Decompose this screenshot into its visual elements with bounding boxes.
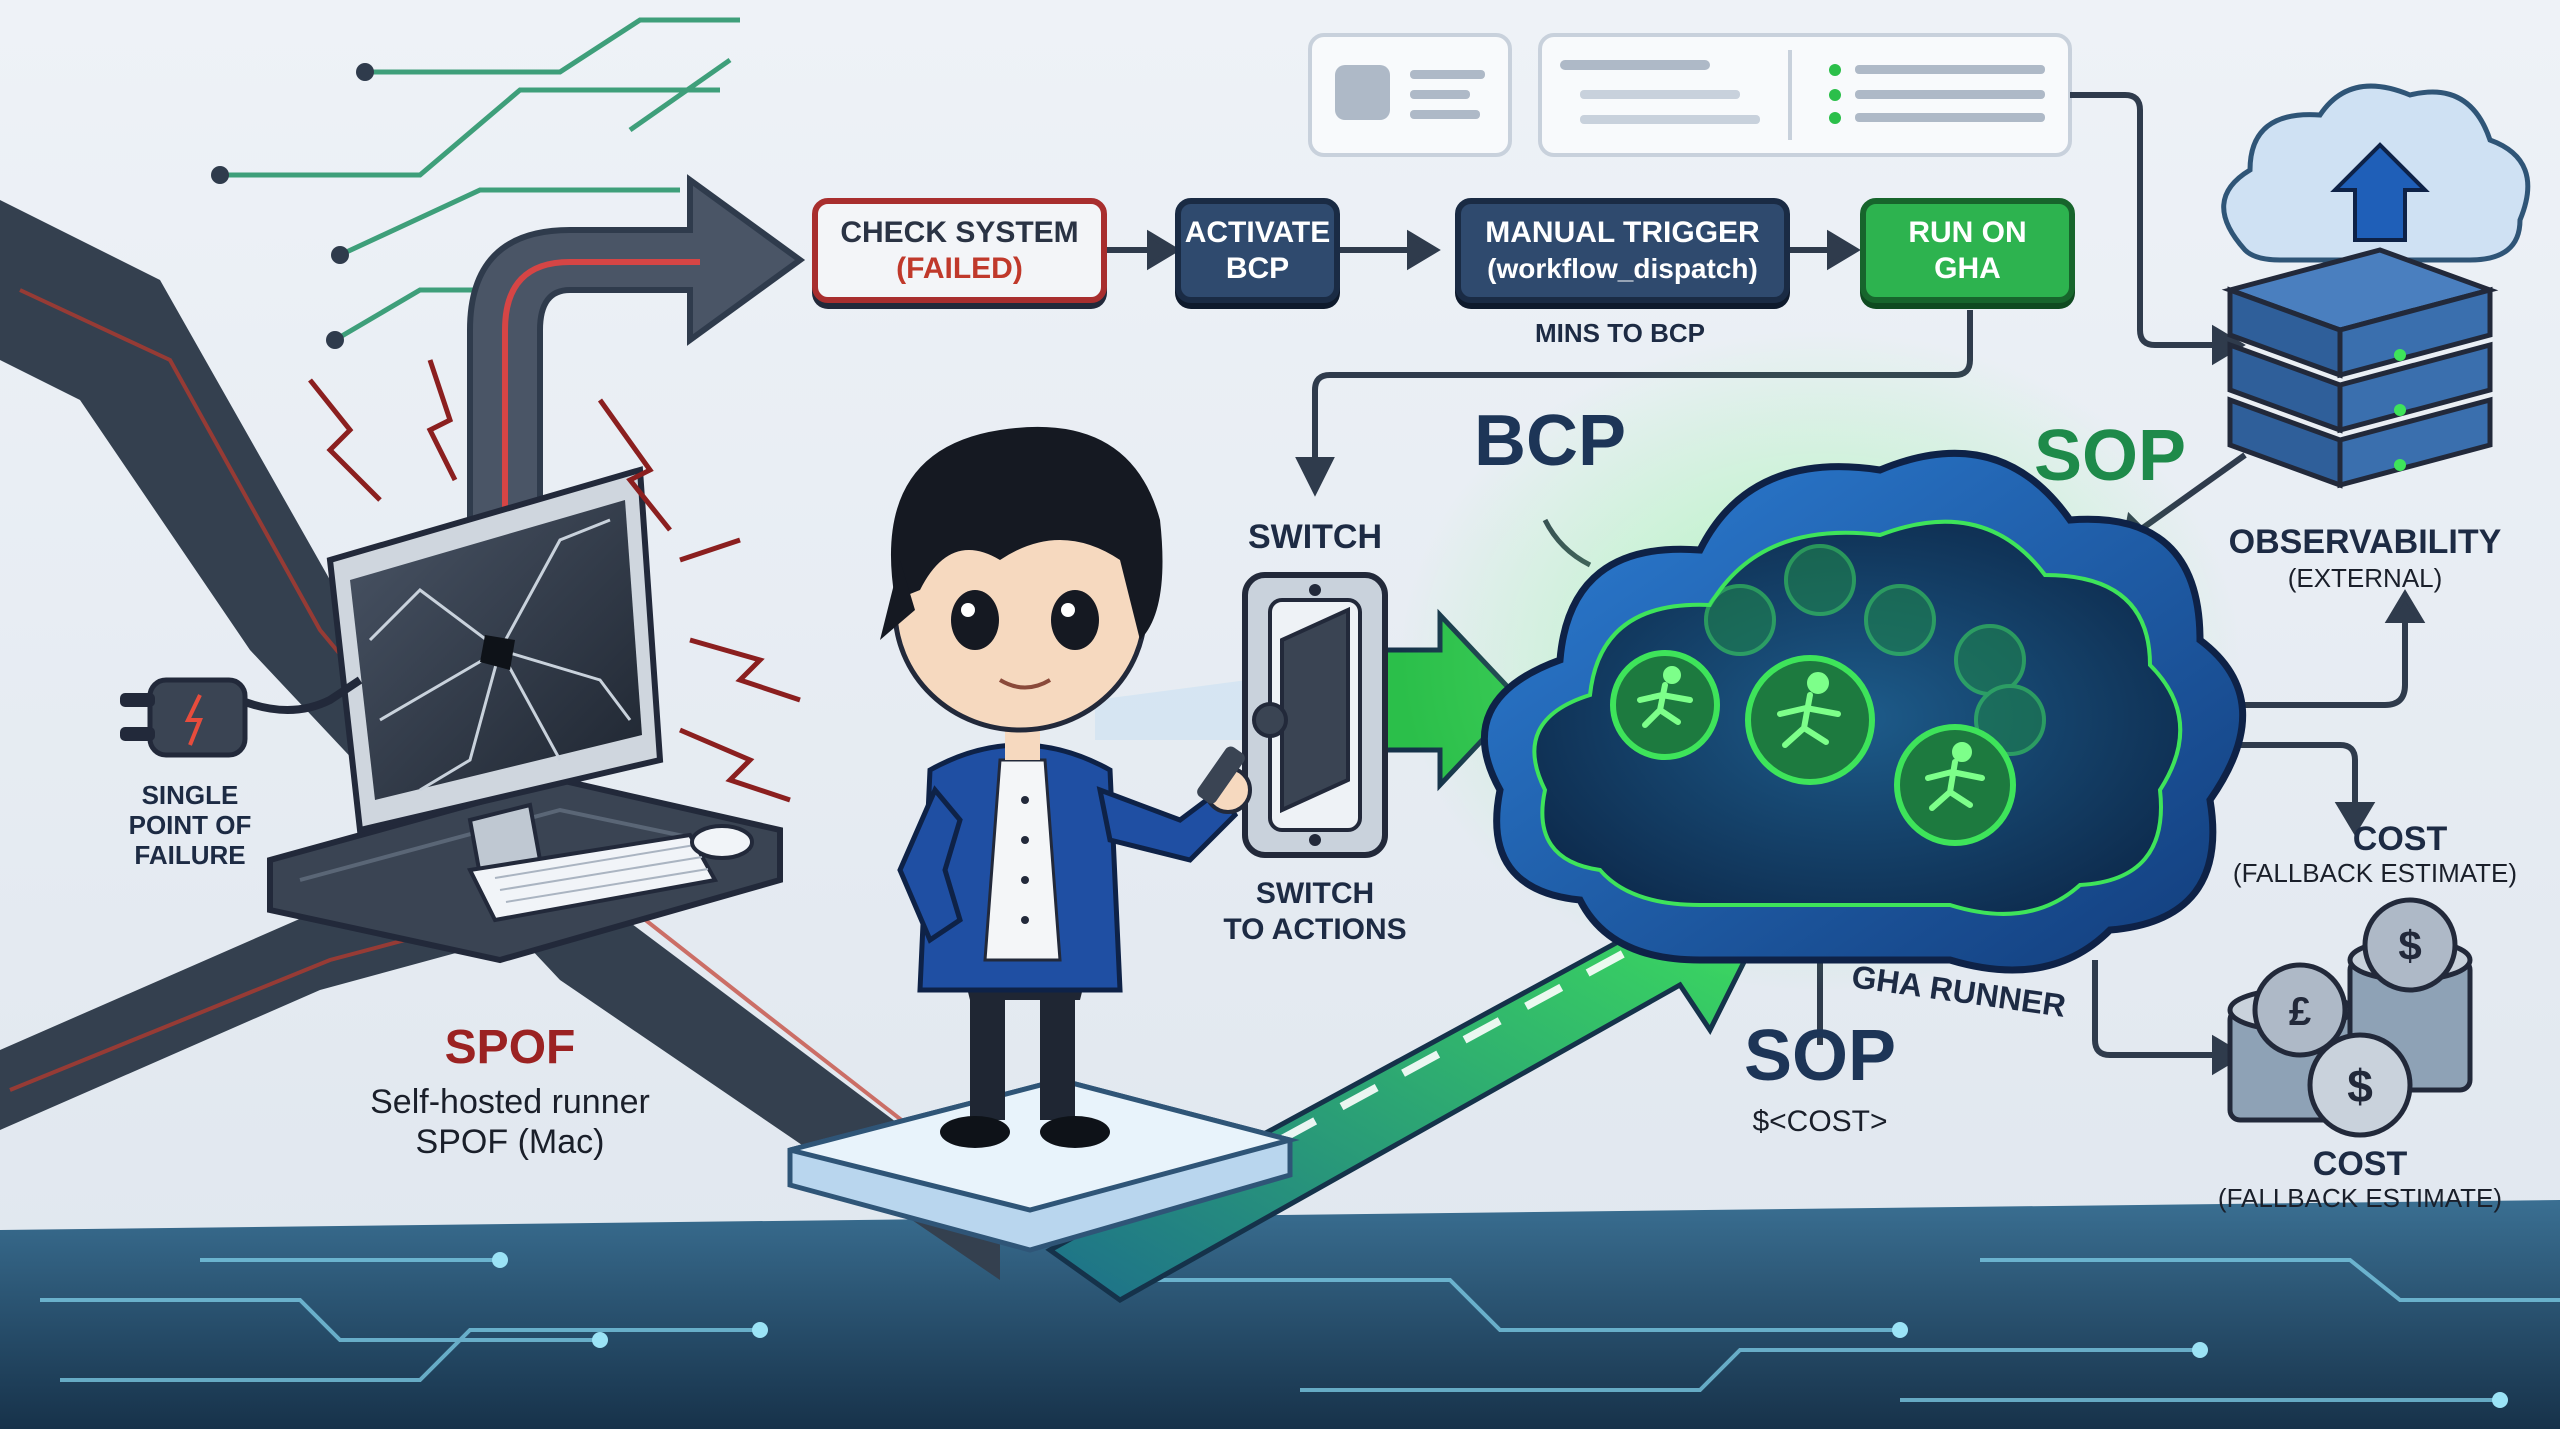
cost-placeholder: $<COST> bbox=[1720, 1105, 1920, 1139]
manual-trigger-line2: (workflow_dispatch) bbox=[1487, 251, 1758, 287]
cost-label-2: COST bbox=[2210, 1145, 2510, 1184]
switch-bottom-line1: SWITCH bbox=[1220, 877, 1410, 911]
check-system-box[interactable]: CHECK SYSTEM (FAILED) bbox=[812, 198, 1107, 303]
run-on-gha-line2: GHA bbox=[1934, 251, 2001, 287]
check-system-status: (FAILED) bbox=[896, 251, 1023, 287]
manual-trigger-line1: MANUAL TRIGGER bbox=[1485, 215, 1759, 251]
run-on-gha-box[interactable]: RUN ON GHA bbox=[1860, 198, 2075, 303]
spof-title: SPOF bbox=[420, 1020, 600, 1075]
single-point-line2: POINT OF bbox=[110, 810, 270, 840]
cost-sub-2: (FALLBACK ESTIMATE) bbox=[2185, 1183, 2535, 1214]
check-system-label: CHECK SYSTEM bbox=[840, 215, 1078, 251]
mins-to-bcp-label: MINS TO BCP bbox=[1500, 318, 1740, 349]
run-on-gha-line1: RUN ON bbox=[1908, 215, 2026, 251]
manual-trigger-box[interactable]: MANUAL TRIGGER (workflow_dispatch) bbox=[1455, 198, 1790, 303]
svg-text:$: $ bbox=[2347, 1060, 2373, 1112]
observability-label: OBSERVABILITY bbox=[2215, 523, 2515, 562]
activate-bcp-box[interactable]: ACTIVATE BCP bbox=[1175, 198, 1340, 303]
cost-label-1: COST bbox=[2250, 820, 2550, 859]
svg-text:£: £ bbox=[2289, 990, 2311, 1034]
single-point-line1: SINGLE bbox=[110, 780, 270, 810]
bcp-label: BCP bbox=[1450, 400, 1650, 482]
switch-top-label: SWITCH bbox=[1220, 518, 1410, 557]
single-point-line3: FAILURE bbox=[110, 840, 270, 870]
activate-bcp-line2: BCP bbox=[1226, 251, 1289, 287]
cost-sub-1: (FALLBACK ESTIMATE) bbox=[2200, 858, 2550, 889]
svg-text:$: $ bbox=[2398, 922, 2421, 969]
window-card-icon bbox=[1310, 35, 2070, 155]
sop-top-label: SOP bbox=[2010, 415, 2210, 497]
observability-sub: (EXTERNAL) bbox=[2215, 563, 2515, 594]
circuit-floor bbox=[0, 1200, 2560, 1429]
spof-sub-line2: SPOF (Mac) bbox=[330, 1123, 690, 1162]
spof-sub-line1: Self-hosted runner bbox=[330, 1083, 690, 1122]
sop-bottom-label: SOP bbox=[1720, 1015, 1920, 1097]
activate-bcp-line1: ACTIVATE bbox=[1185, 215, 1331, 251]
switch-bottom-line2: TO ACTIONS bbox=[1180, 913, 1450, 947]
